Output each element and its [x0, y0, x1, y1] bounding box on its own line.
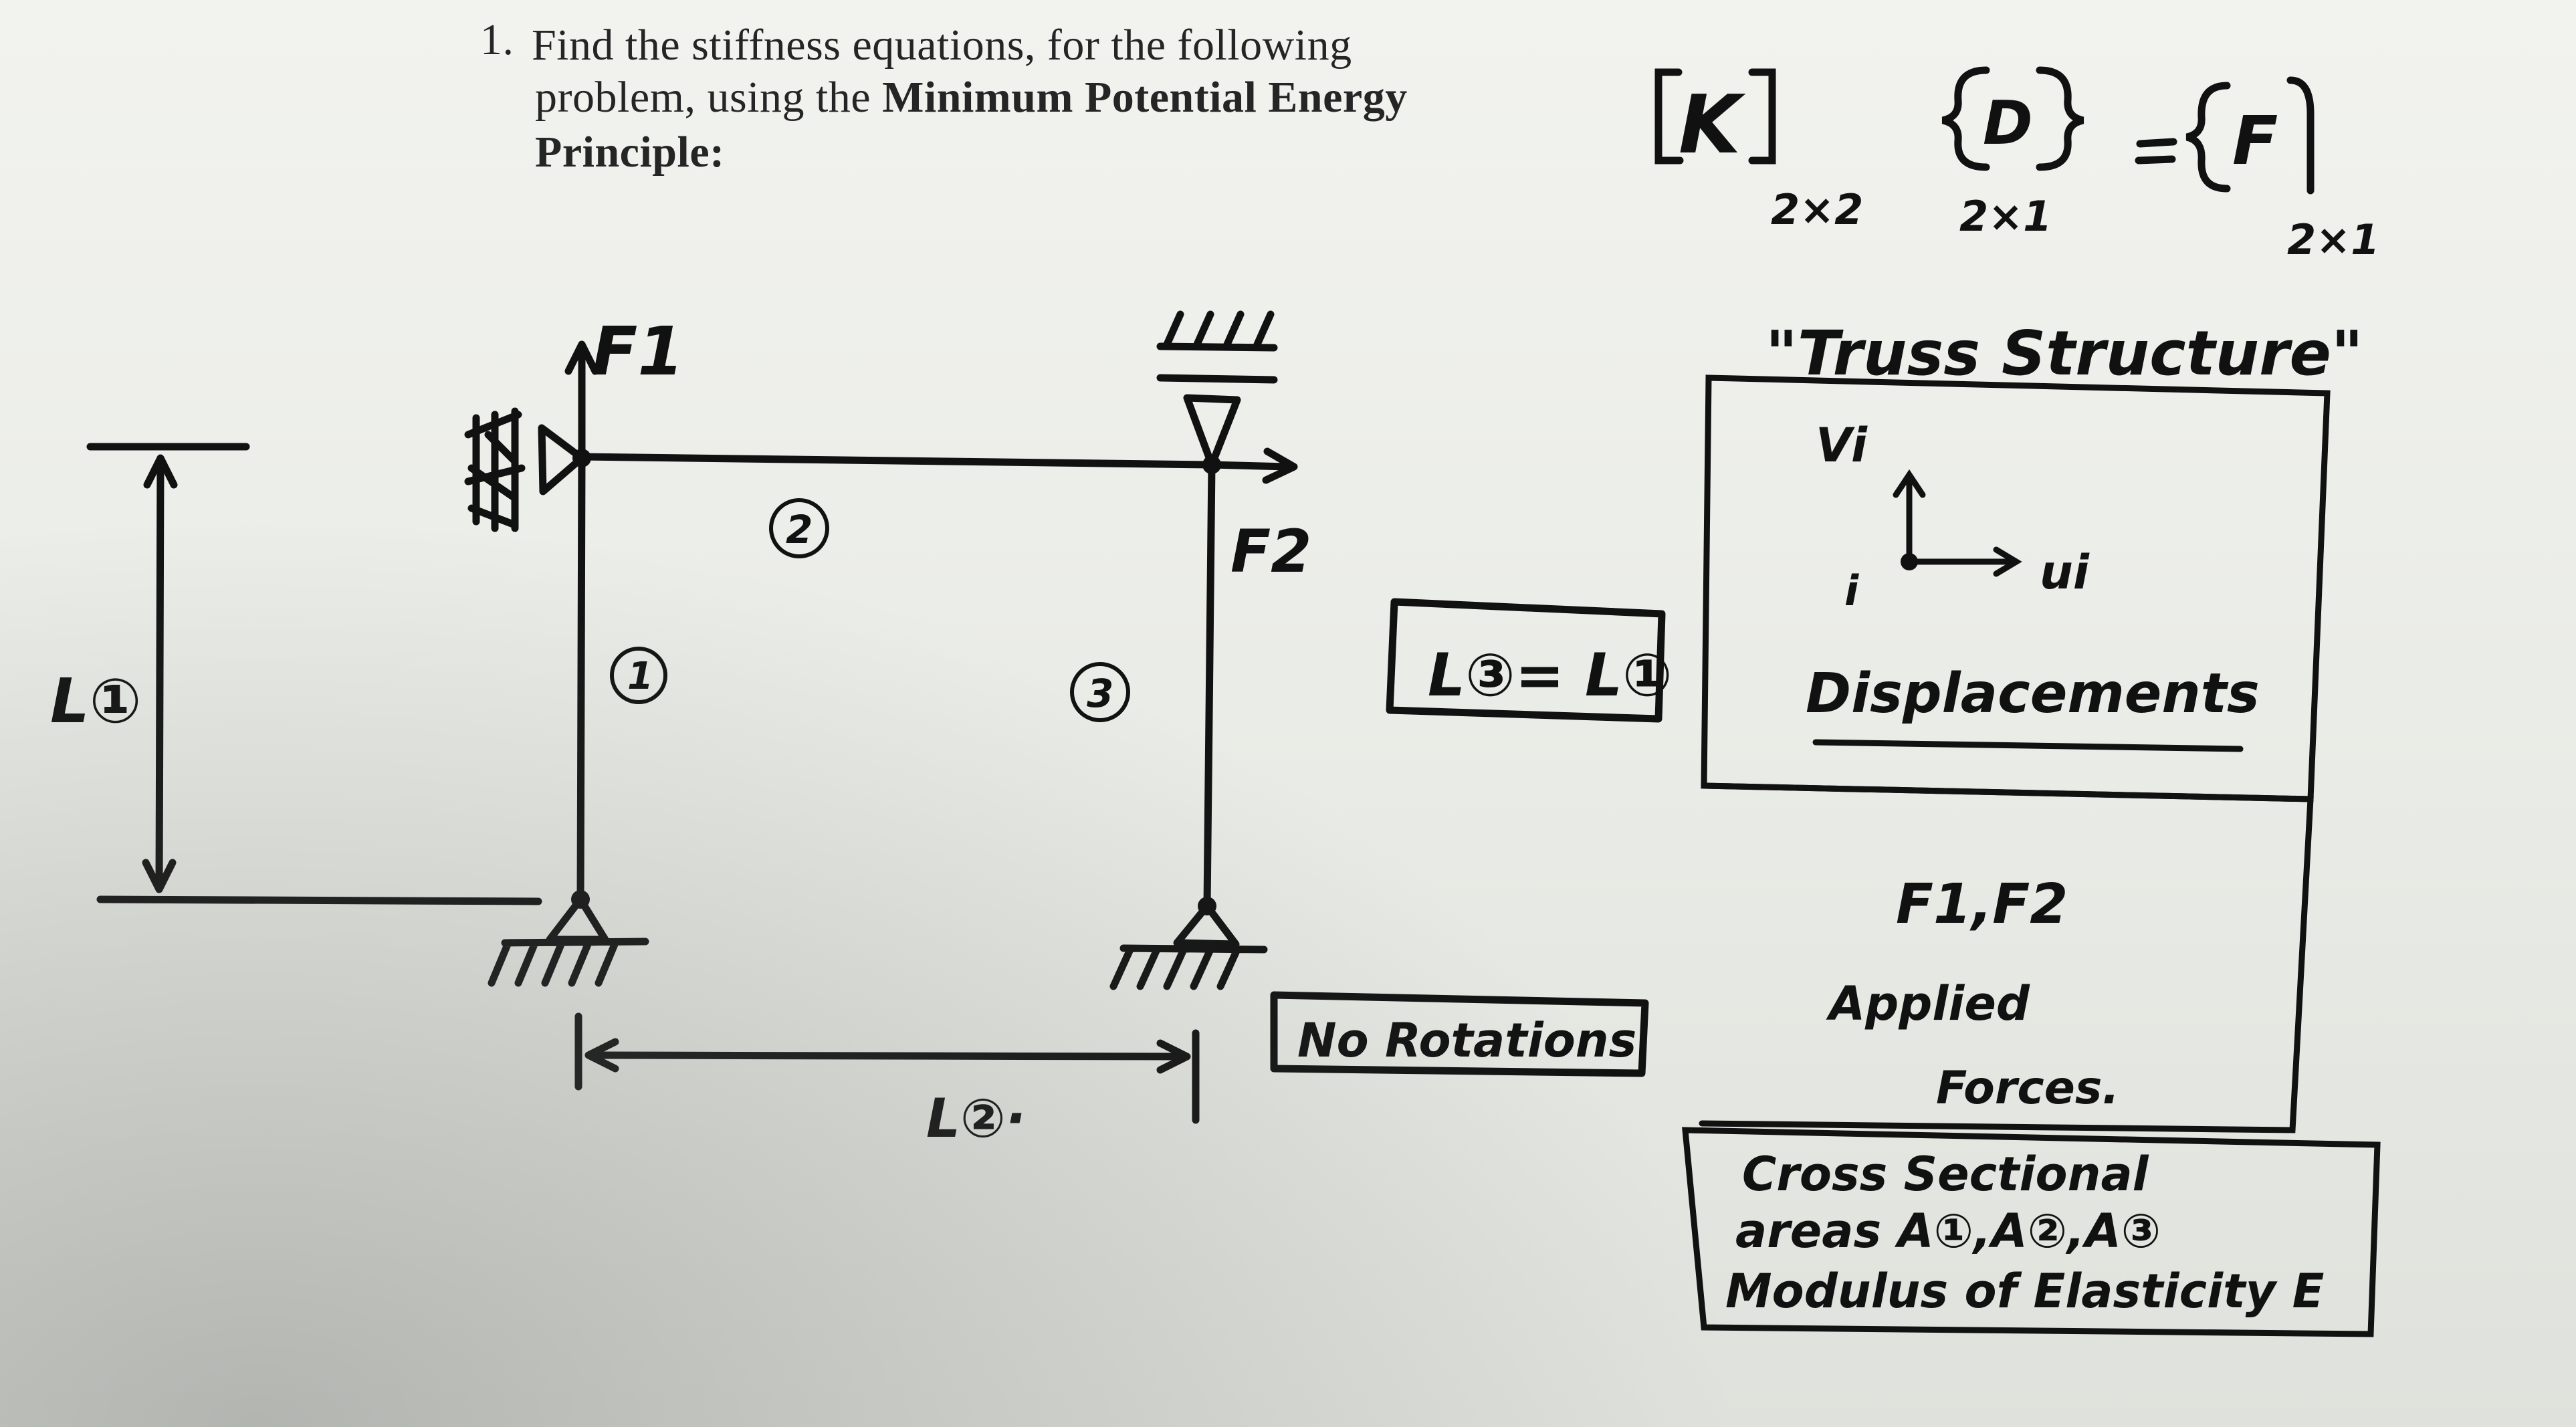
node-top-right — [1202, 455, 1221, 474]
d-vector-symbol: D — [1983, 88, 2033, 158]
v-displacement-label: Vi — [1816, 418, 1868, 473]
member-1-circle — [610, 647, 667, 704]
equals-sign — [2135, 138, 2177, 164]
k-matrix-symbol: K — [1679, 79, 1746, 172]
dof-sketch — [1812, 469, 2244, 752]
f-dimension: 2×1 — [2287, 215, 2379, 264]
bottom-right-support-triangle — [1173, 902, 1240, 948]
member-3-circle — [1070, 662, 1130, 722]
displacements-box — [1701, 374, 2331, 802]
truss-diagram — [86, 310, 1666, 1124]
f-vector-symbol: F — [2232, 102, 2278, 180]
bottom-right-support-ground — [1109, 944, 1268, 990]
forces-label: Forces. — [1936, 1062, 2119, 1115]
cross-sectional-label: Cross Sectional — [1742, 1147, 2149, 1202]
k-dimension: 2×2 — [1771, 185, 1863, 234]
member-2-circle — [769, 498, 829, 558]
problem-line-1-text: Find the stiffness equations, for the fo… — [532, 21, 1352, 70]
f2-arrow-head — [1262, 447, 1298, 484]
l1-bottom-tick — [96, 895, 542, 905]
node-i-dot — [1901, 553, 1918, 570]
l2-dimension-line — [588, 1051, 1188, 1061]
modulus-label: Modulus of Elasticity E — [1725, 1264, 2324, 1319]
forces-symbols: F1,F2 — [1896, 873, 2068, 936]
length-l2-label: L②· — [926, 1087, 1026, 1149]
member-3-line — [1203, 461, 1216, 910]
v-arrow-head — [1893, 469, 1926, 498]
problem-line-1: Find the stiffness equations, for the fo… — [532, 20, 1352, 71]
right-top-support-triangle — [1183, 394, 1241, 469]
d-brace-left — [1941, 66, 1990, 171]
u-displacement-label: ui — [2040, 545, 2090, 600]
member-2-label: 2 — [786, 507, 813, 552]
u-arrow-head — [1993, 546, 2022, 577]
principle-name: Minimum Potential Energy — [882, 73, 1408, 122]
right-top-support-ceiling — [1156, 310, 1278, 384]
l1-arrow-top — [143, 454, 178, 489]
k-bracket-right — [1748, 68, 1776, 164]
problem-line-3: Principle: — [535, 127, 725, 178]
problem-number: 1. — [480, 15, 514, 64]
k-bracket-left — [1654, 68, 1684, 164]
l2-arrow-left — [584, 1038, 619, 1073]
problem-line-2-text: problem, using the — [535, 73, 883, 122]
node-top-left — [572, 449, 591, 467]
truss-structure-label: "Truss Structure" — [1765, 318, 2363, 389]
force-f1-label: F1 — [592, 312, 684, 391]
l1-dimension-line — [155, 457, 165, 887]
d-brace-right — [2036, 66, 2084, 171]
stiffness-equation — [1654, 66, 2315, 195]
node-i-label: i — [1844, 566, 1859, 615]
no-rotations-box — [1270, 991, 1649, 1077]
left-top-support-triangle — [538, 424, 586, 496]
displacements-underline — [1812, 739, 2244, 752]
principle-word: Principle: — [535, 128, 725, 177]
bottom-left-support-ground — [488, 938, 649, 987]
l2-arrow-right — [1156, 1039, 1191, 1074]
f2-arrow-shaft — [1208, 461, 1291, 471]
applied-label: Applied — [1826, 976, 2030, 1031]
f1-arrow-head — [564, 340, 599, 375]
f-brace-left — [2185, 82, 2231, 193]
member-1-label: 1 — [627, 655, 653, 698]
property-boxes — [1682, 374, 2381, 1337]
length-relation-box — [1386, 598, 1666, 723]
member-3-label: 3 — [1087, 671, 1113, 716]
length-relation-label: L③= L① — [1428, 641, 1673, 709]
node-bottom-right — [1198, 897, 1216, 915]
no-rotations-label: No Rotations — [1297, 1013, 1636, 1068]
f-brace-right — [2286, 76, 2315, 195]
length-l1-label: L① — [50, 665, 142, 737]
l1-arrow-bottom — [142, 859, 177, 893]
properties-box — [1682, 1127, 2381, 1337]
left-top-support-rollers — [464, 407, 526, 532]
areas-label: areas A①,A②,A③ — [1735, 1204, 2161, 1258]
member-2-line — [578, 453, 1216, 469]
displacements-caption: Displacements — [1806, 662, 2260, 726]
problem-line-2: problem, using the Minimum Potential Ene… — [535, 72, 1408, 123]
node-bottom-left — [571, 890, 590, 909]
member-1-line — [576, 454, 586, 903]
d-dimension: 2×1 — [1959, 192, 2052, 241]
forces-box — [1699, 782, 2314, 1133]
force-f2-label: F2 — [1230, 517, 1311, 586]
